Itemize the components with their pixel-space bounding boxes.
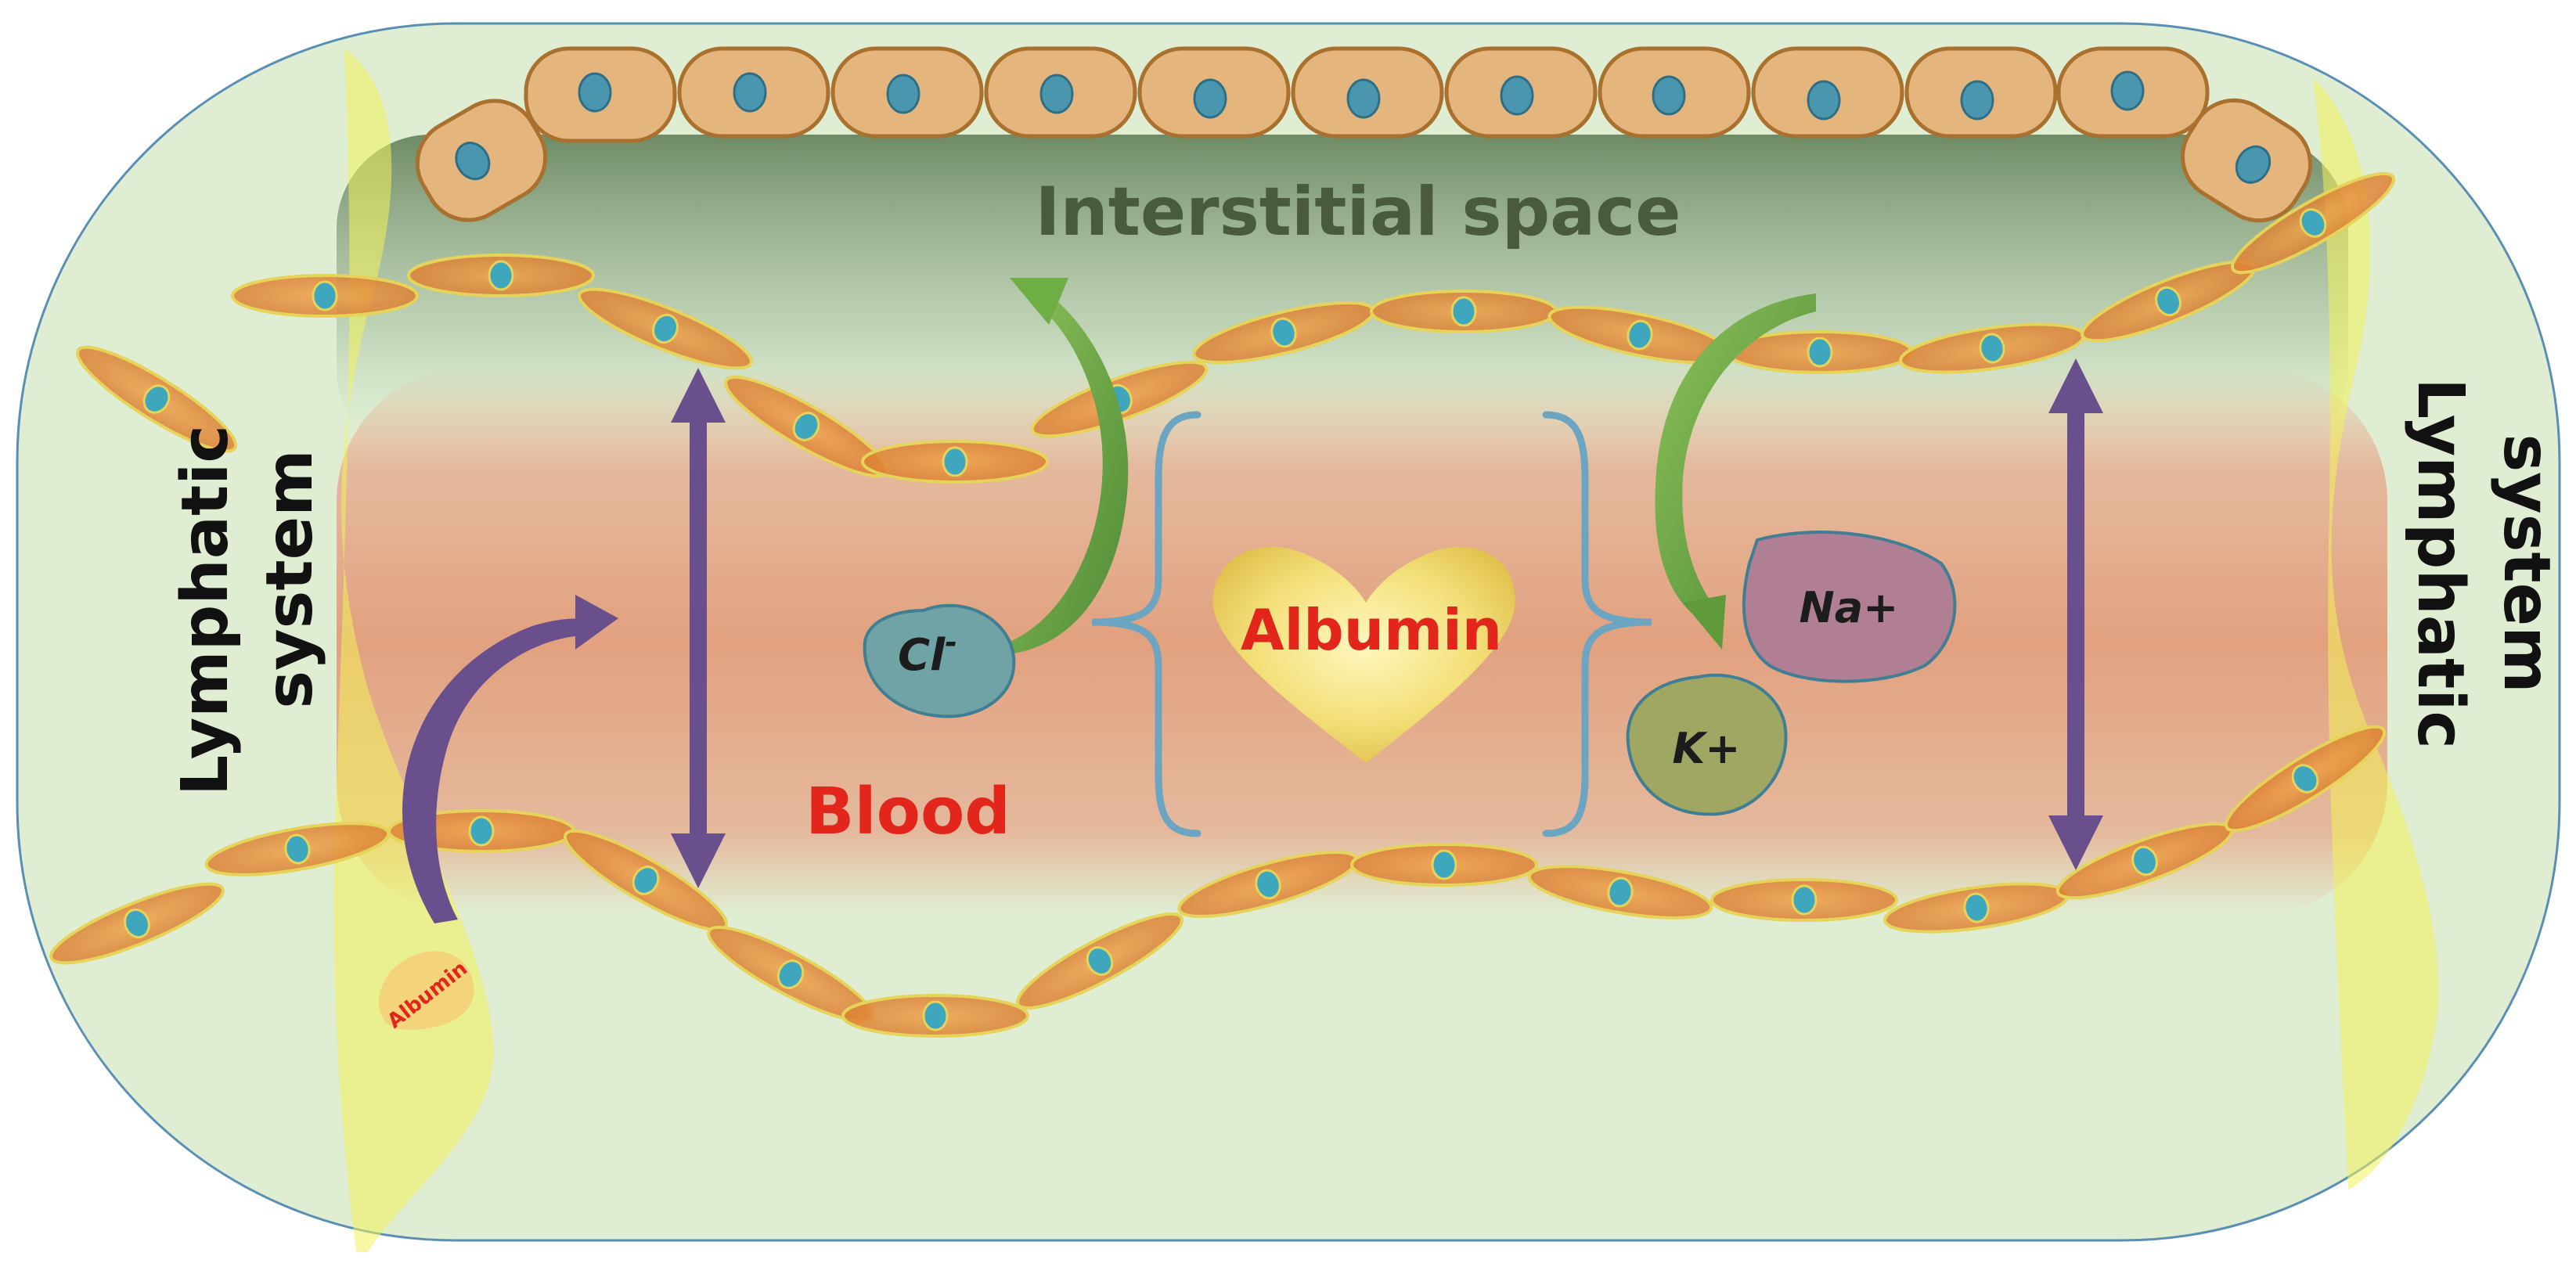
cell-nucleus bbox=[1086, 946, 1114, 976]
lymphatic-label-left-line2: system bbox=[253, 449, 327, 708]
albumin-heart bbox=[1212, 546, 1515, 763]
epithelial-cell bbox=[415, 99, 548, 222]
cell-nucleus bbox=[468, 815, 495, 847]
cell-nucleus bbox=[632, 866, 660, 895]
sodium-ion: Na+ bbox=[1742, 531, 1957, 683]
endothelial-cell bbox=[861, 440, 1049, 484]
cell-nucleus bbox=[1791, 884, 1818, 916]
cell-nucleus bbox=[1807, 337, 1833, 368]
endothelial-cell bbox=[2224, 725, 2387, 833]
cell-nucleus bbox=[142, 384, 171, 414]
endothelial-cell bbox=[1350, 843, 1538, 887]
endothelial-cell bbox=[1527, 865, 1713, 920]
epithelial-cell bbox=[1137, 46, 1291, 139]
cell-nucleus bbox=[312, 280, 338, 311]
cell-nucleus bbox=[2155, 286, 2181, 317]
green-curved-arrow-down bbox=[1655, 293, 1816, 650]
endothelial-wall-upper bbox=[75, 171, 2396, 484]
cell-nucleus bbox=[2291, 764, 2319, 794]
cell-nucleus bbox=[1450, 296, 1477, 327]
svg-text:Cl-: Cl- bbox=[898, 625, 957, 681]
epithelial-cell bbox=[1904, 46, 2058, 139]
purple-double-arrow-right bbox=[2048, 358, 2103, 870]
sodium-label: Na+ bbox=[1800, 583, 1899, 632]
albumin-heart-label: Albumin bbox=[1241, 597, 1502, 663]
endothelial-cell bbox=[49, 882, 225, 965]
endothelial-cell bbox=[841, 994, 1029, 1038]
cell-nucleus bbox=[922, 1000, 949, 1031]
endothelial-cell bbox=[1710, 878, 1898, 922]
endothelial-cell bbox=[1177, 850, 1359, 919]
endothelial-cell bbox=[2081, 260, 2256, 343]
lymphatic-label-right-line1: Lymphatic bbox=[2403, 378, 2477, 749]
potassium-label: K+ bbox=[1672, 724, 1740, 773]
cell-nucleus bbox=[1963, 892, 1990, 923]
lymphatic-label-right-line2: system bbox=[2489, 434, 2563, 693]
cell-nucleus bbox=[1431, 849, 1457, 880]
potassium-ion: K+ bbox=[1626, 673, 1788, 816]
endothelial-wall-lower bbox=[49, 725, 2387, 1038]
cell-nucleus bbox=[284, 833, 311, 865]
epithelial-cell bbox=[1751, 46, 1904, 139]
blood-label: Blood bbox=[805, 775, 1011, 849]
cell-nucleus bbox=[776, 959, 805, 989]
epithelial-cell bbox=[830, 46, 984, 139]
lymphatic-vessel-left bbox=[333, 49, 494, 1252]
purple-double-arrow-left bbox=[671, 368, 726, 888]
epithelial-cell bbox=[1444, 46, 1598, 139]
endothelial-cell bbox=[407, 254, 595, 297]
epithelial-cell-row bbox=[415, 46, 2313, 223]
chloride-charge: - bbox=[945, 625, 957, 660]
endothelial-cell bbox=[1726, 330, 1914, 374]
purple-curved-arrow bbox=[402, 595, 618, 923]
cell-nucleus bbox=[1255, 869, 1281, 900]
cell-nucleus bbox=[1607, 876, 1634, 908]
cell-nucleus bbox=[1270, 317, 1297, 348]
endothelial-cell bbox=[231, 274, 419, 318]
cell-nucleus bbox=[2131, 845, 2158, 876]
epithelial-cell bbox=[2056, 46, 2210, 139]
epithelial-cell bbox=[1598, 46, 1751, 139]
epithelial-cell bbox=[984, 46, 1137, 139]
interstitial-space-label: Interstitial space bbox=[1036, 173, 1681, 251]
cell-nucleus bbox=[652, 313, 679, 344]
cell-nucleus bbox=[792, 412, 820, 441]
endothelial-cell bbox=[578, 287, 753, 370]
chloride-label: Cl bbox=[898, 630, 946, 681]
endothelial-cell bbox=[2230, 171, 2396, 275]
right-bracket bbox=[1542, 411, 1652, 837]
epithelial-cell bbox=[677, 46, 830, 139]
endothelial-cell bbox=[1370, 290, 1558, 333]
left-bracket bbox=[1091, 411, 1202, 837]
endothelial-cell bbox=[1883, 882, 2070, 934]
epithelial-cell bbox=[2180, 98, 2313, 223]
cell-nucleus bbox=[1627, 319, 1653, 351]
epithelial-cell bbox=[1291, 46, 1444, 139]
endothelial-cell bbox=[75, 345, 238, 453]
cell-nucleus bbox=[124, 908, 150, 939]
cell-nucleus bbox=[1979, 333, 2005, 364]
epithelial-cell bbox=[524, 46, 677, 143]
cell-nucleus bbox=[2299, 208, 2327, 238]
green-curved-arrow-up bbox=[1010, 278, 1129, 653]
cell-nucleus bbox=[488, 260, 514, 291]
lymphatic-vessel-right bbox=[2313, 78, 2439, 1190]
endothelial-cell bbox=[1547, 305, 1732, 365]
chloride-ion: Cl- bbox=[863, 603, 1016, 718]
cell-nucleus bbox=[942, 446, 968, 477]
lymphatic-label-left-line1: Lymphatic bbox=[168, 425, 243, 796]
endothelial-cell bbox=[1016, 912, 1184, 1010]
